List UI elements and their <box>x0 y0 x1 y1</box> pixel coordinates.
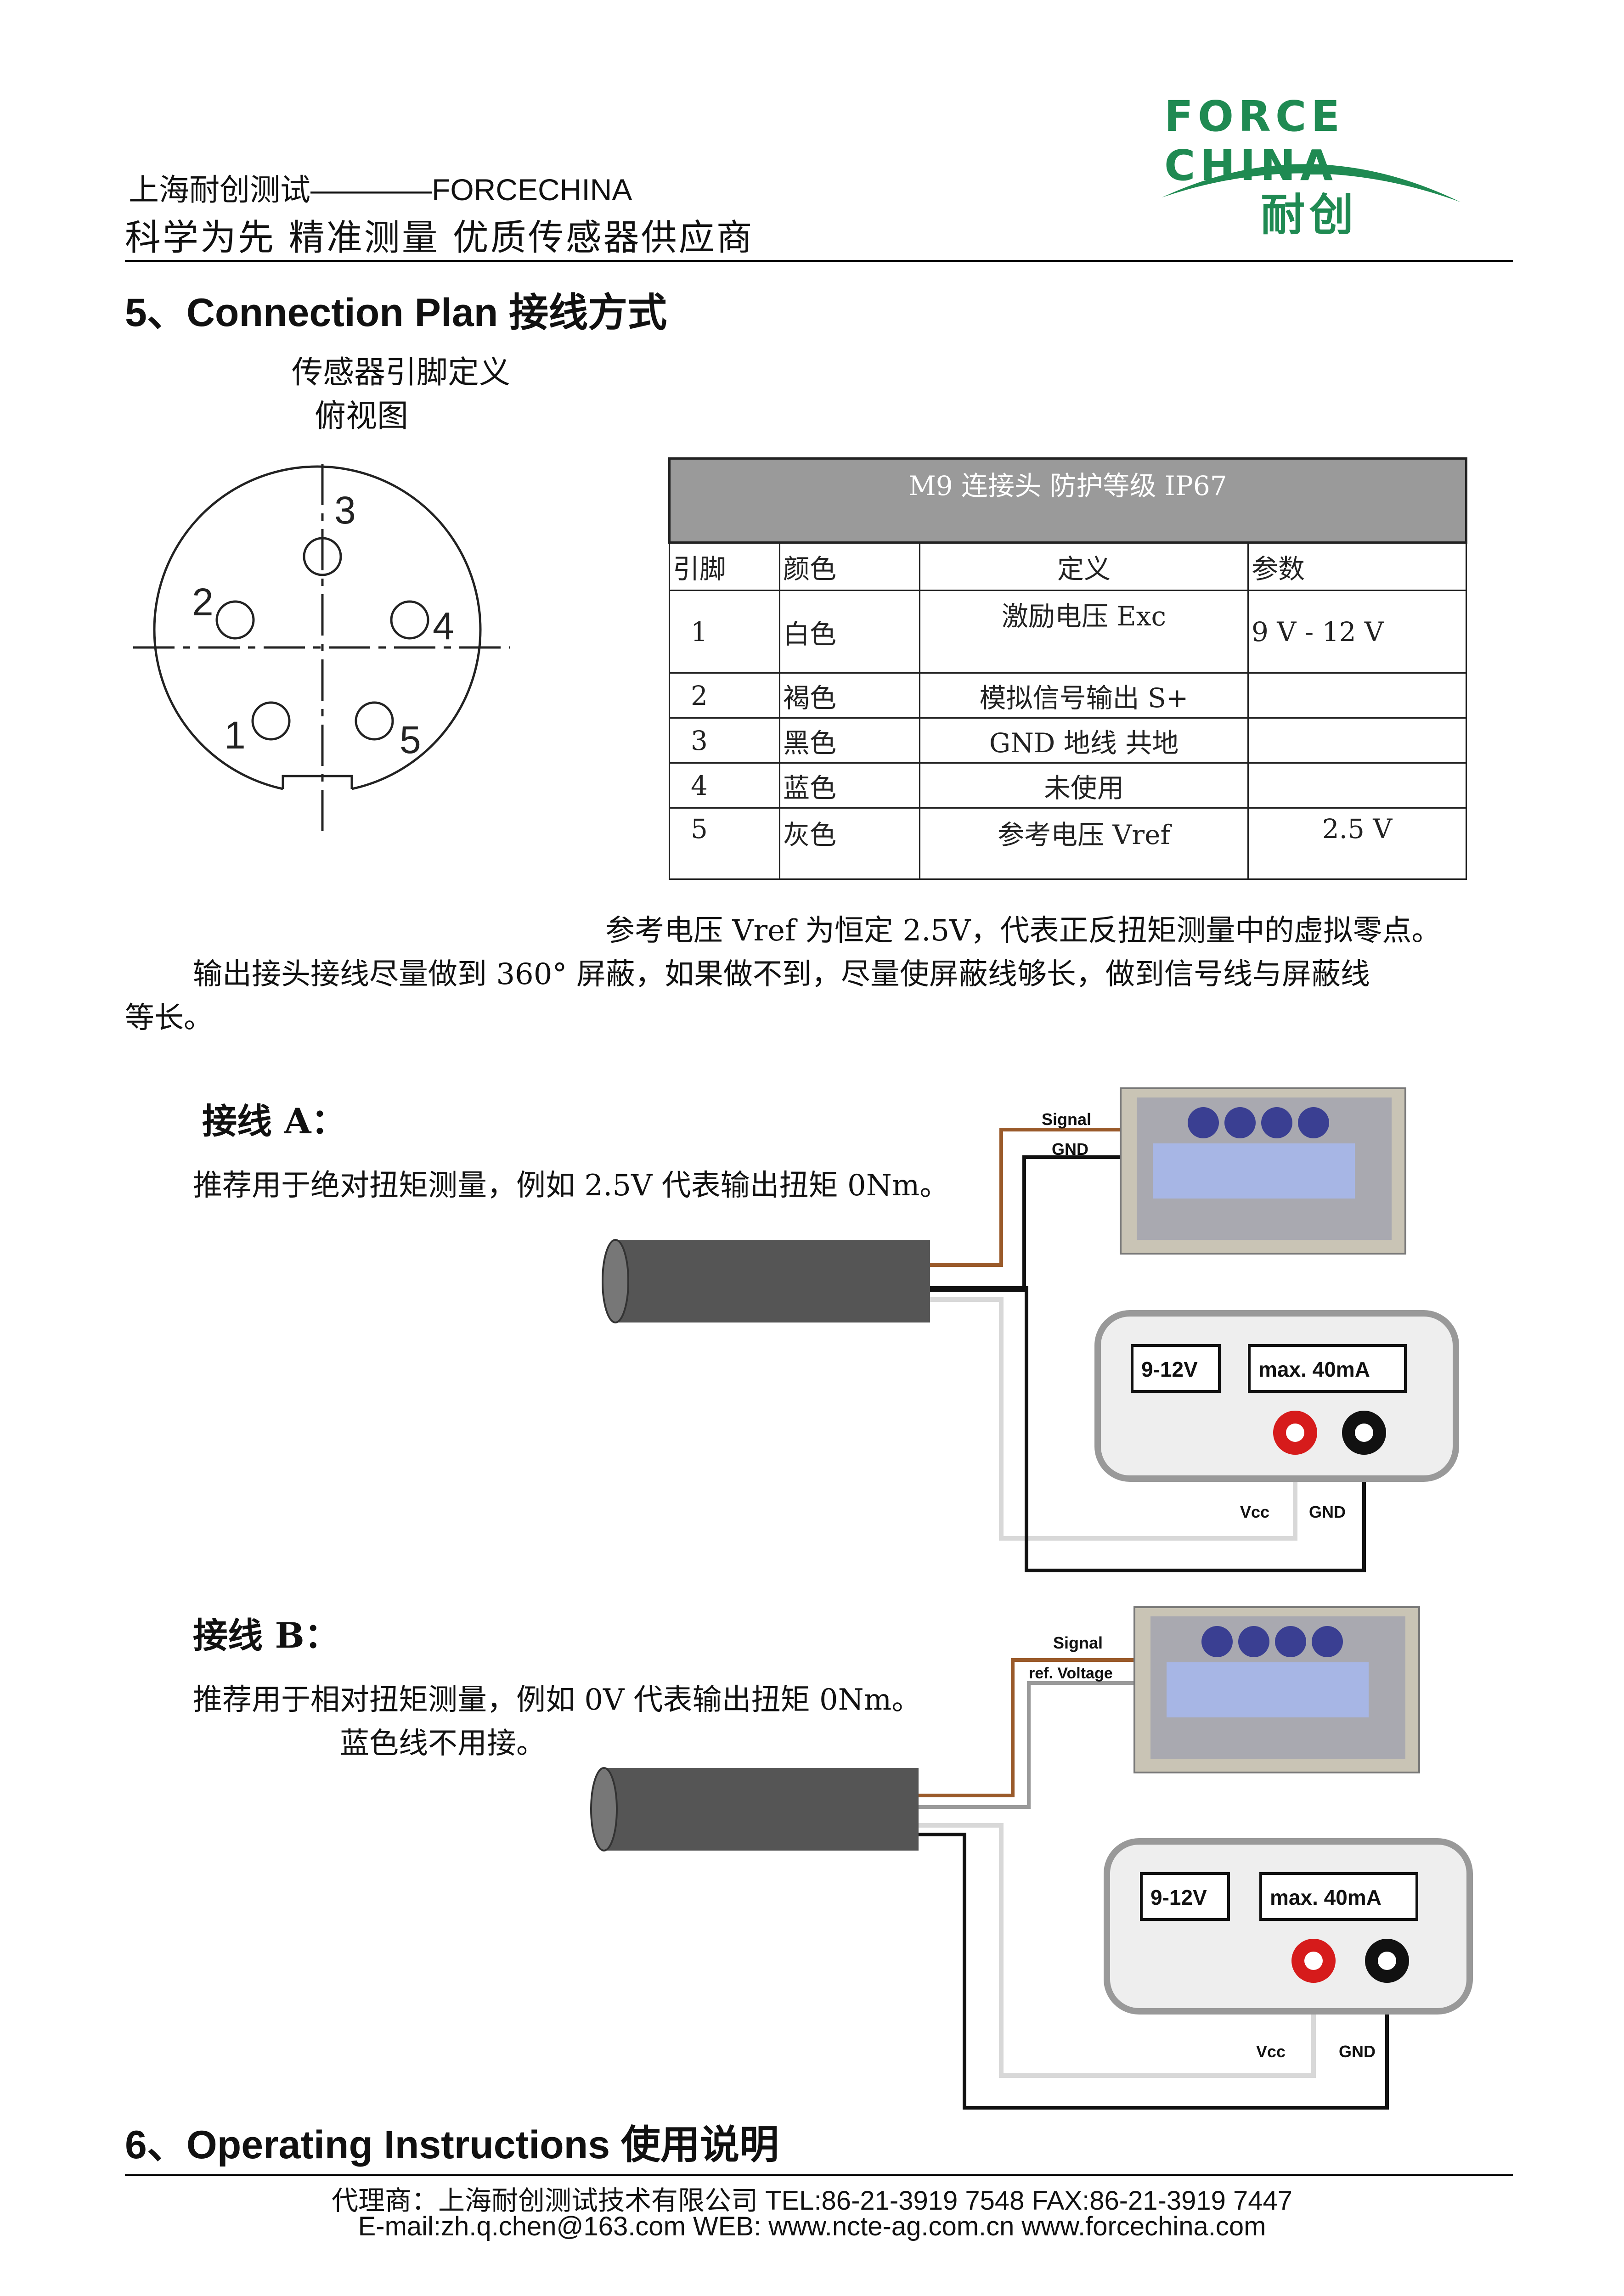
meter-button-2 <box>1275 1626 1306 1657</box>
logo-cn: 耐创 <box>1261 189 1358 241</box>
header-rule <box>125 260 1513 262</box>
cell-color: 黑色 <box>779 717 920 764</box>
label-vcc: Vcc <box>1240 1503 1269 1521</box>
cell-definition: 未使用 <box>919 762 1249 809</box>
display-meter <box>1133 1606 1420 1773</box>
meter-button-1 <box>1224 1107 1256 1138</box>
pin-label-2: 2 <box>192 580 214 624</box>
wiring-a-title: 接线 A： <box>202 1101 346 1142</box>
wiring-b-description: 推荐用于相对扭矩测量，例如 0V 代表输出扭矩 0Nm。 <box>193 1683 921 1717</box>
pin-label-4: 4 <box>433 604 454 647</box>
pin-definition-table: M9 连接头 防护等级 IP67 引脚 颜色 定义 参数 1 白色 激励电压 E… <box>668 457 1467 880</box>
company-line: 上海耐创测试————FORCECHINA <box>129 173 632 207</box>
sensor-cable <box>602 1239 930 1323</box>
pin-label-1: 1 <box>224 714 246 757</box>
meter-button-1 <box>1238 1626 1269 1657</box>
table-row: 5 灰色 参考电压 Vref 2.5 V <box>669 807 1467 880</box>
supply-voltage: 9-12V <box>1150 1885 1207 1909</box>
section5-title: 5、Connection Plan 接线方式 <box>125 291 667 335</box>
supply-current: max. 40mA <box>1270 1885 1382 1909</box>
cell-parameter <box>1247 717 1467 764</box>
forcechina-logo: FORCE CHINA 耐创 <box>1157 92 1479 241</box>
cell-color: 蓝色 <box>779 762 920 809</box>
power-supply: 9-12V max. 40mA <box>1104 1838 1473 2015</box>
table-row: 1 白色 激励电压 Exc 9 V - 12 V <box>669 590 1467 674</box>
header-parameter: 参数 <box>1247 542 1467 591</box>
label-gnd: GND <box>1052 1140 1088 1159</box>
table-header-row: 引脚 颜色 定义 参数 <box>669 542 1467 591</box>
wire-brown <box>930 1128 1121 1267</box>
section6-title: 6、Operating Instructions 使用说明 <box>125 2123 779 2167</box>
meter-button-3 <box>1298 1107 1329 1138</box>
cell-color: 白色 <box>779 590 920 674</box>
table-row: 3 黑色 GND 地线 共地 <box>669 717 1467 764</box>
sensor-cable <box>590 1767 919 1851</box>
table-title-row: M9 连接头 防护等级 IP67 <box>668 457 1467 544</box>
logo-swoosh-icon <box>1162 164 1460 202</box>
wire-black-gnd <box>930 1155 1121 1292</box>
supply-current: max. 40mA <box>1258 1357 1370 1381</box>
cell-color: 褐色 <box>779 672 920 719</box>
label-signal: Signal <box>1053 1633 1103 1652</box>
footer-line1: 代理商：上海耐创测试技术有限公司 TEL:86-21-3919 7548 FAX… <box>331 2186 1293 2216</box>
connector-diagram: 3 2 4 1 5 <box>133 464 510 836</box>
wire-white <box>930 1297 1297 1541</box>
cell-definition: 激励电压 Exc <box>919 590 1249 674</box>
cell-definition: 模拟信号输出 S+ <box>919 672 1249 719</box>
cell-pin: 3 <box>669 717 780 764</box>
cell-parameter <box>1247 762 1467 809</box>
cell-pin: 2 <box>669 672 780 719</box>
wire-black <box>930 1286 1366 1572</box>
cell-pin: 5 <box>669 807 780 880</box>
cell-definition: 参考电压 Vref <box>919 807 1249 880</box>
label-ref-voltage: ref. Voltage <box>1029 1665 1113 1682</box>
pin-label-3: 3 <box>334 489 356 532</box>
footer-rule <box>125 2174 1513 2176</box>
supply-voltage: 9-12V <box>1141 1357 1198 1381</box>
wiring-b-note: 蓝色线不用接。 <box>340 1727 546 1761</box>
shield-note-line1: 输出接头接线尽量做到 360° 屏蔽，如果做不到，尽量使屏蔽线够长，做到信号线与… <box>193 957 1370 991</box>
footer-line2: E-mail:zh.q.chen@163.com WEB: www.ncte-a… <box>358 2212 1266 2241</box>
power-supply: 9-12V max. 40mA <box>1094 1310 1459 1482</box>
header-color: 颜色 <box>779 542 920 591</box>
wiring-a-description: 推荐用于绝对扭矩测量，例如 2.5V 代表输出扭矩 0Nm。 <box>193 1169 949 1203</box>
table-row: 4 蓝色 未使用 <box>669 762 1467 809</box>
wire-gray-ref <box>919 1681 1134 1809</box>
label-gnd-terminal: GND <box>1309 1503 1346 1521</box>
table-row: 2 褐色 模拟信号输出 S+ <box>669 672 1467 719</box>
header-pin: 引脚 <box>669 542 780 591</box>
cell-parameter: 2.5 V <box>1247 807 1467 880</box>
shield-note-line2: 等长。 <box>125 1001 213 1035</box>
label-gnd-terminal: GND <box>1339 2042 1376 2061</box>
display-meter <box>1120 1087 1406 1255</box>
meter-button-2 <box>1261 1107 1292 1138</box>
cell-parameter <box>1247 672 1467 719</box>
label-vcc: Vcc <box>1256 2042 1286 2061</box>
meter-button-esc <box>1201 1626 1233 1657</box>
cell-parameter: 9 V - 12 V <box>1247 590 1467 674</box>
pin-label-5: 5 <box>400 718 421 761</box>
label-signal: Signal <box>1042 1110 1091 1129</box>
wiring-b-title: 接线 B： <box>193 1615 339 1656</box>
meter-button-3 <box>1312 1626 1343 1657</box>
top-view-label: 俯视图 <box>315 398 409 434</box>
wiring-a-diagram: Signal GND 9-12V max. 40mA Vcc GND <box>602 1087 1459 1572</box>
table-title: M9 连接头 防护等级 IP67 <box>668 457 1467 544</box>
slogan: 科学为先 精准测量 优质传感器供应商 <box>125 217 754 259</box>
wire-white <box>919 1823 1316 2078</box>
meter-button-esc <box>1188 1107 1219 1138</box>
cell-definition: GND 地线 共地 <box>919 717 1249 764</box>
wiring-b-diagram: Signal ref. Voltage 9-12V max. 40mA Vcc … <box>590 1606 1473 2110</box>
cell-pin: 4 <box>669 762 780 809</box>
wire-brown <box>919 1658 1134 1797</box>
pin-definition-label: 传感器引脚定义 <box>292 355 511 391</box>
vref-note: 参考电压 Vref 为恒定 2.5V，代表正反扭矩测量中的虚拟零点。 <box>605 914 1441 948</box>
header-definition: 定义 <box>919 542 1249 591</box>
wire-black <box>919 1833 1389 2110</box>
cell-pin: 1 <box>669 590 780 674</box>
cell-color: 灰色 <box>779 807 920 880</box>
